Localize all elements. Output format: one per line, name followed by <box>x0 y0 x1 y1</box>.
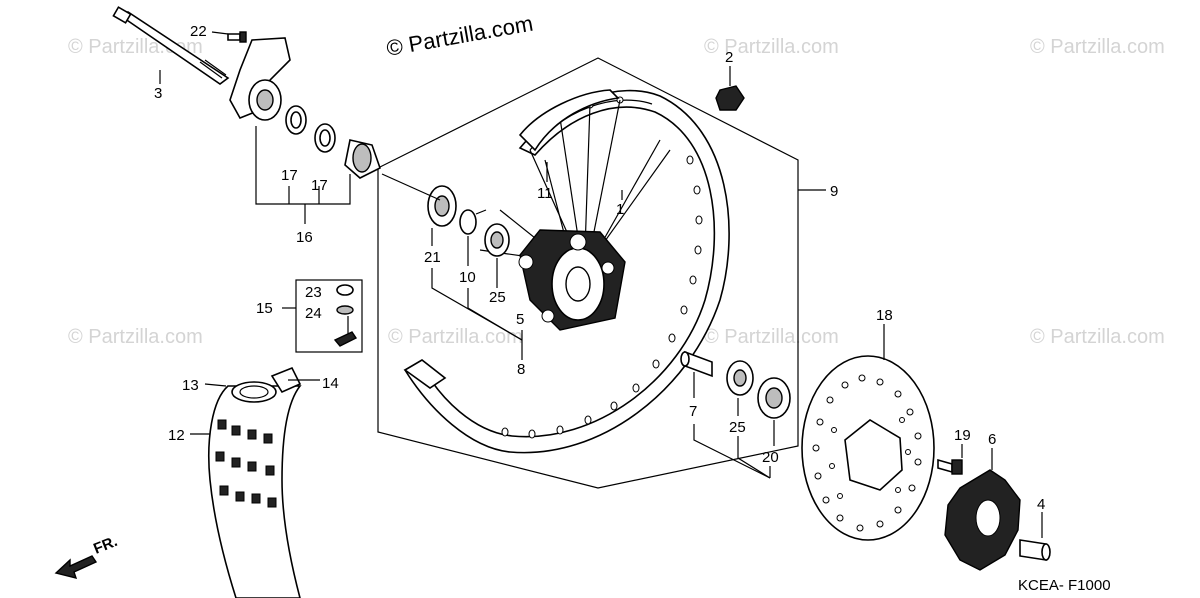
callout-10: 10 <box>459 269 476 286</box>
callout-6: 6 <box>988 431 996 448</box>
tube-13 <box>231 381 277 403</box>
callout-17b: 17 <box>311 177 328 194</box>
watermark: © Partzilla.com <box>704 36 839 58</box>
callout-18: 18 <box>876 307 893 324</box>
callout-25b: 25 <box>729 419 746 436</box>
callout-7: 7 <box>689 403 697 420</box>
callout-16: 16 <box>296 229 313 246</box>
tire-12 <box>208 385 302 598</box>
valve-stem-group <box>282 279 363 353</box>
callout-19: 19 <box>954 427 971 444</box>
seal-20 <box>757 377 791 419</box>
bearing-25-left <box>484 223 510 257</box>
direction-label: FR. <box>91 533 120 558</box>
front-direction-arrow: FR. <box>54 533 120 579</box>
hub-plate-6 <box>944 469 1021 571</box>
callout-14: 14 <box>322 375 339 392</box>
callout-8: 8 <box>517 361 525 378</box>
watermark: © Partzilla.com <box>1030 36 1165 58</box>
bracket-16 <box>255 126 351 205</box>
callout-17a: 17 <box>281 167 298 184</box>
diagram-code: KCEA- F1000 <box>1018 577 1111 594</box>
gear <box>344 139 381 179</box>
callout-9: 9 <box>830 183 838 200</box>
callout-21: 21 <box>424 249 441 266</box>
bearing-21 <box>427 185 457 227</box>
callout-15: 15 <box>256 300 273 317</box>
bolt-22 <box>227 31 247 43</box>
rim-strip-14 <box>270 366 302 394</box>
wheel-rim <box>403 89 730 454</box>
callout-22: 22 <box>190 23 207 40</box>
callout-11: 11 <box>537 185 553 202</box>
callout-24: 24 <box>305 305 322 322</box>
axle-leader <box>381 173 441 201</box>
wheel-assembly-outline <box>377 57 799 489</box>
collar-4 <box>1019 539 1051 561</box>
callout-5: 5 <box>516 311 524 328</box>
watermark: © Partzilla.com <box>1030 326 1165 348</box>
bearing-25-right <box>726 360 754 396</box>
callout-23: 23 <box>305 284 322 301</box>
rim-segment <box>518 89 620 152</box>
spacer-7 <box>680 350 713 378</box>
watermark-layer: © Partzilla.com © Partzilla.com © Partzi… <box>68 36 1165 348</box>
axle-3 <box>112 6 230 85</box>
nut-2 <box>715 85 745 111</box>
partzilla-watermark: © Partzilla.com <box>385 11 535 61</box>
washer-17b <box>314 123 336 153</box>
washer-17a <box>285 105 307 135</box>
callout-1: 1 <box>616 201 624 218</box>
callout-12: 12 <box>168 427 185 444</box>
speedometer-gearbox <box>229 37 291 121</box>
retainer-10 <box>459 209 487 235</box>
leader-lines <box>431 162 775 479</box>
callout-labels: 1 2 3 4 5 6 7 8 9 10 11 12 13 14 15 16 1… <box>154 23 1045 513</box>
bolt-19 <box>937 458 963 475</box>
callout-2: 2 <box>725 49 733 66</box>
watermark: © Partzilla.com <box>68 326 203 348</box>
watermark: © Partzilla.com <box>704 326 839 348</box>
watermark: © Partzilla.com <box>388 326 523 348</box>
brake-disc-18 <box>801 355 935 541</box>
callout-13: 13 <box>182 377 199 394</box>
callout-20: 20 <box>762 449 779 466</box>
callout-4: 4 <box>1037 496 1045 513</box>
callout-3: 3 <box>154 85 162 102</box>
callout-25a: 25 <box>489 289 506 306</box>
wheel-hub <box>518 229 626 331</box>
